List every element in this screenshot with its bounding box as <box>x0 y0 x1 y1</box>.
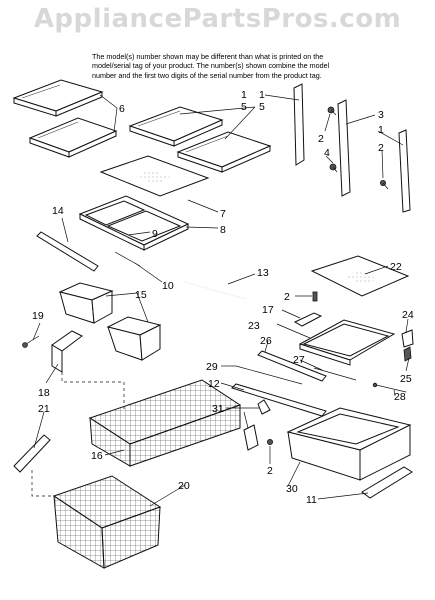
shelf-5-upper <box>128 106 224 147</box>
shelf-5-lower <box>176 131 272 173</box>
wire-basket-16 <box>88 379 242 467</box>
screw-2-shelf <box>312 291 318 302</box>
callout-2-shelf: 2 <box>284 291 290 303</box>
callout-25: 25 <box>400 373 412 385</box>
rail-12 <box>231 383 327 417</box>
rail-1-right <box>398 129 411 213</box>
watermark-text: AppliancePartsPros.com <box>33 4 402 34</box>
handle-21 <box>13 434 51 473</box>
callout-15: 15 <box>135 289 147 301</box>
callout-9: 9 <box>152 228 158 240</box>
shelf-6-upper <box>12 79 104 117</box>
glass-panel-22 <box>310 255 410 297</box>
screw-2-right <box>379 179 389 190</box>
callout-5-shelf: 5 <box>241 101 247 113</box>
callout-21: 21 <box>38 403 50 415</box>
bracket-31 <box>243 399 271 451</box>
callout-12: 12 <box>208 378 220 390</box>
pan-30 <box>286 407 412 481</box>
screw-4 <box>329 163 338 173</box>
callout-17: 17 <box>262 304 274 316</box>
screw-2-top <box>327 106 337 116</box>
callout-28: 28 <box>394 391 406 403</box>
callout-7: 7 <box>220 208 226 220</box>
callout-19: 19 <box>32 310 44 322</box>
clip-24 <box>401 329 414 348</box>
callout-2-rail: 2 <box>318 133 324 145</box>
screw-2-bracket <box>266 438 273 445</box>
callout-labels: 6 1 5 1 5 2 4 3 1 2 7 8 9 10 14 13 15 19… <box>32 89 414 506</box>
callout-3: 3 <box>378 109 384 121</box>
callout-31: 31 <box>212 403 224 415</box>
callout-11: 11 <box>306 494 317 506</box>
trim-strip-14 <box>36 231 99 272</box>
wire-basket-20 <box>52 475 162 569</box>
callout-1: 1 <box>259 89 265 101</box>
notice-line: The model(s) number shown may be differe… <box>92 52 324 61</box>
strip-26 <box>257 350 327 382</box>
rod-27 <box>313 367 357 381</box>
callout-4: 4 <box>324 147 330 159</box>
rod-29 <box>235 365 303 385</box>
rail-1-left <box>293 83 305 166</box>
clip-25 <box>403 346 412 362</box>
callout-22: 22 <box>390 261 402 273</box>
callout-6: 6 <box>119 103 125 115</box>
callout-13: 13 <box>257 267 269 279</box>
notice-line: number and the first two digits of the s… <box>92 70 322 80</box>
handle-11 <box>361 466 413 499</box>
crisper-frame-8 <box>78 195 190 251</box>
callout-2-bracket: 2 <box>267 465 273 477</box>
rail-3 <box>337 99 351 197</box>
glass-panel-7 <box>99 155 210 197</box>
callout-20: 20 <box>178 480 190 492</box>
shelf-6-lower <box>28 117 118 158</box>
callout-16: 16 <box>91 450 103 462</box>
rod-13 <box>183 281 247 300</box>
rod-28 <box>372 382 407 393</box>
model-notice: The model(s) number shown may be differe… <box>92 52 422 80</box>
callout-8: 8 <box>220 224 226 236</box>
leader-lines <box>32 94 410 507</box>
bracket-18 <box>51 330 83 373</box>
callout-14: 14 <box>52 205 64 217</box>
callout-24: 24 <box>402 309 414 321</box>
callout-1-shelf: 1 <box>241 89 247 101</box>
callout-27: 27 <box>293 354 305 366</box>
screw-19 <box>22 335 40 348</box>
callout-23: 23 <box>248 320 260 332</box>
callout-29: 29 <box>206 361 218 373</box>
notice-line: model/serial tag of your product. The nu… <box>92 61 330 71</box>
callout-30: 30 <box>286 483 298 495</box>
callout-1-right: 1 <box>378 124 384 136</box>
callout-18: 18 <box>38 387 50 399</box>
bin-15-left <box>58 282 114 324</box>
bin-15-right <box>106 316 162 361</box>
callout-2-right: 2 <box>378 142 384 154</box>
callout-10: 10 <box>162 280 174 292</box>
bracket-17 <box>293 312 323 327</box>
callout-26: 26 <box>260 335 272 347</box>
callout-5: 5 <box>259 101 265 113</box>
shelf-23 <box>298 319 396 366</box>
